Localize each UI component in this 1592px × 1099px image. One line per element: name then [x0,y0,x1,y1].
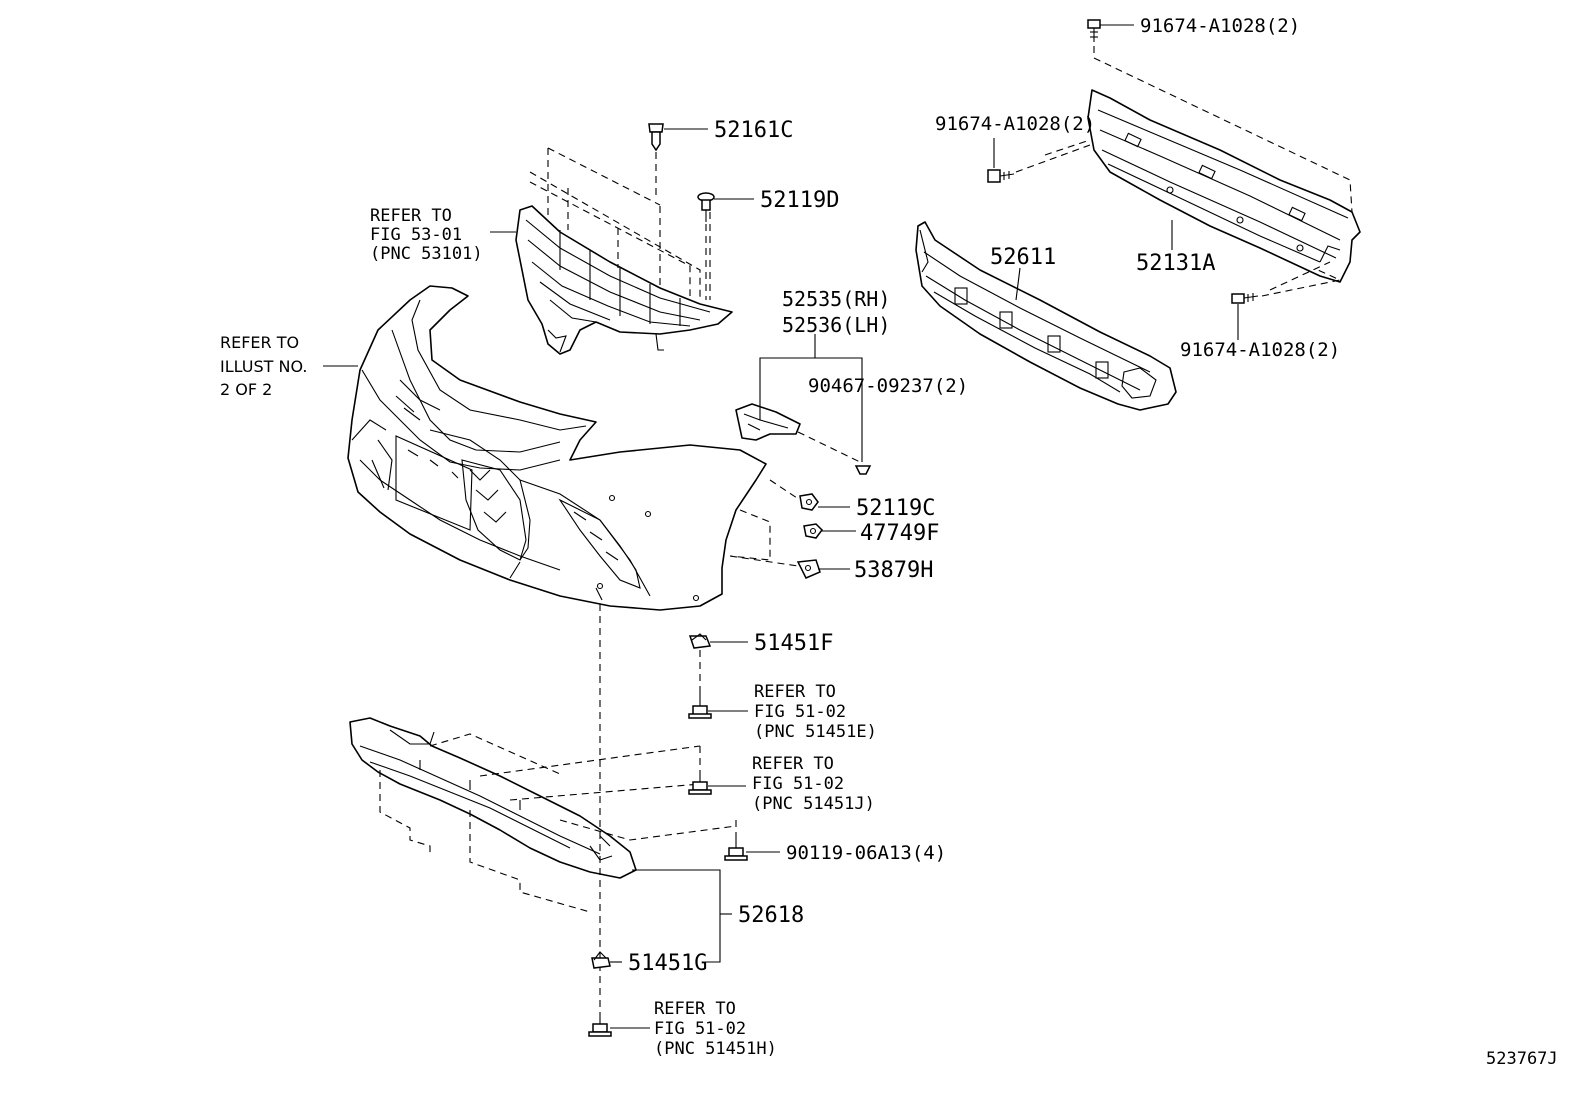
label-51451f: 51451F [754,631,833,656]
bolt-icon-51451h [588,1012,612,1037]
refer-51451j-note: REFER TO FIG 51-02 (PNC 51451J) [752,754,875,814]
svg-text:FIG 53-01: FIG 53-01 [370,225,462,245]
label-53879h: 53879H [854,558,933,583]
clip-icon-51451f [688,633,712,649]
svg-text:(PNC 53101): (PNC 53101) [370,244,483,264]
label-diagram-id: 523767J [1486,1049,1558,1069]
svg-text:FIG 51-02: FIG 51-02 [752,774,844,794]
leader-lines [323,24,1239,1029]
label-52161c: 52161C [714,118,793,143]
retainer-icon-52119c [799,493,819,511]
bolt-icon-51451j [688,770,712,795]
label-52131a: 52131A [1136,251,1215,276]
bumper-cover-drawing [347,285,767,611]
label-52611: 52611 [990,245,1056,270]
svg-text:REFER TO: REFER TO [752,754,834,774]
screw-icon-52119d [697,192,715,222]
clip-icon-52161c [648,123,664,152]
nut-icon-47749f [803,523,823,539]
label-51451g: 51451G [628,951,707,976]
bumper-reinforcement-drawing [1087,89,1361,283]
svg-text:FIG 51-02: FIG 51-02 [754,702,846,722]
label-91674-left: 91674-A1028(2) [935,113,1095,135]
refer-51451h-note: REFER TO FIG 51-02 (PNC 51451H) [654,999,777,1059]
refer-fig53-note: REFER TO FIG 53-01 (PNC 53101) [370,206,483,264]
svg-text:2 OF 2: 2 OF 2 [220,380,272,399]
svg-text:(PNC 51451E): (PNC 51451E) [754,722,877,742]
bolt-icon-90119 [724,836,748,861]
clip-icon-90467 [854,465,872,475]
svg-text:REFER TO: REFER TO [220,333,299,352]
energy-absorber-drawing [915,221,1177,411]
svg-text:FIG 51-02: FIG 51-02 [654,1019,746,1039]
retainer-icon-53879h [796,559,821,579]
bolt-icon-left [987,169,1015,183]
label-90467: 90467-09237(2) [808,375,968,397]
label-47749f: 47749F [860,521,939,546]
svg-text:REFER TO: REFER TO [654,999,736,1019]
label-52119c: 52119C [856,496,935,521]
grille-drawing [515,205,733,355]
clip-icon-51451g [591,951,611,969]
label-52119d: 52119D [760,188,839,213]
label-90119: 90119-06A13(4) [786,842,946,864]
label-91674-top: 91674-A1028(2) [1140,15,1300,37]
svg-text:(PNC 51451J): (PNC 51451J) [752,794,875,814]
refer-51451e-note: REFER TO FIG 51-02 (PNC 51451E) [754,682,877,742]
label-52618: 52618 [738,903,804,928]
side-bracket-drawing [735,403,801,441]
label-52535: 52535(RH) [782,287,890,311]
label-52536: 52536(LH) [782,313,890,337]
label-91674-right: 91674-A1028(2) [1180,339,1340,361]
bolt-icon-right [1231,293,1259,304]
bolt-icon-top [1087,19,1101,42]
under-cover-drawing [349,717,637,879]
refer-illust-note: REFER TO ILLUST NO. 2 OF 2 [220,333,307,399]
svg-text:ILLUST NO.: ILLUST NO. [220,357,307,376]
svg-text:REFER TO: REFER TO [370,206,452,226]
bolt-icon-51451e [688,690,712,719]
svg-text:REFER TO: REFER TO [754,682,836,702]
svg-text:(PNC 51451H): (PNC 51451H) [654,1039,777,1059]
